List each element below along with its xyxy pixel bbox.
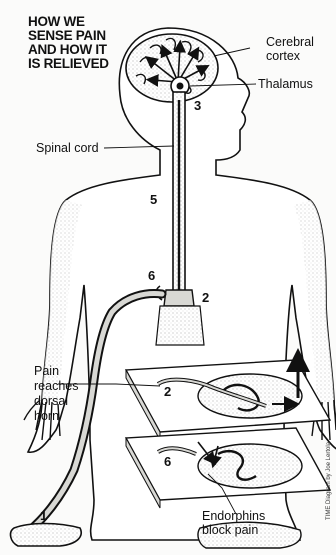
- title-line-1: HOW WE: [28, 14, 85, 29]
- spinal-cord-label: Spinal cord: [36, 141, 99, 155]
- cerebral-label-2: cortex: [266, 49, 301, 63]
- spinal-base: [164, 290, 194, 306]
- step-5: 5: [150, 192, 157, 207]
- step-6-spine: 6: [148, 268, 155, 283]
- thalamus-core: [177, 83, 184, 90]
- step-2-spine: 2: [202, 290, 209, 305]
- endorphins-label-2: block pain: [202, 523, 258, 537]
- cerebral-label-1: Cerebral: [266, 35, 314, 49]
- step-6-panel: 6: [164, 454, 171, 469]
- title-line-3: AND HOW IT: [28, 42, 108, 57]
- pain-label-1: Pain: [34, 364, 59, 378]
- step-3: 3: [194, 98, 201, 113]
- pain-label-3: dorsal: [34, 394, 68, 408]
- thalamus-label: Thalamus: [258, 77, 313, 91]
- title-line-2: SENSE PAIN: [28, 28, 106, 43]
- spinal-stem: [156, 306, 204, 345]
- foot: [11, 524, 82, 547]
- pain-label-4: horn: [34, 409, 59, 423]
- endorphins-label-1: Endorphins: [202, 509, 265, 523]
- pain-label-2: reaches: [34, 379, 78, 393]
- credit-line: TIME Diagram by Joe Lertola: [326, 441, 332, 520]
- inset-panel-6: [126, 428, 330, 508]
- title-line-4: IS RELIEVED: [28, 56, 109, 71]
- step-1: 1: [40, 508, 47, 523]
- step-2-panel: 2: [164, 384, 171, 399]
